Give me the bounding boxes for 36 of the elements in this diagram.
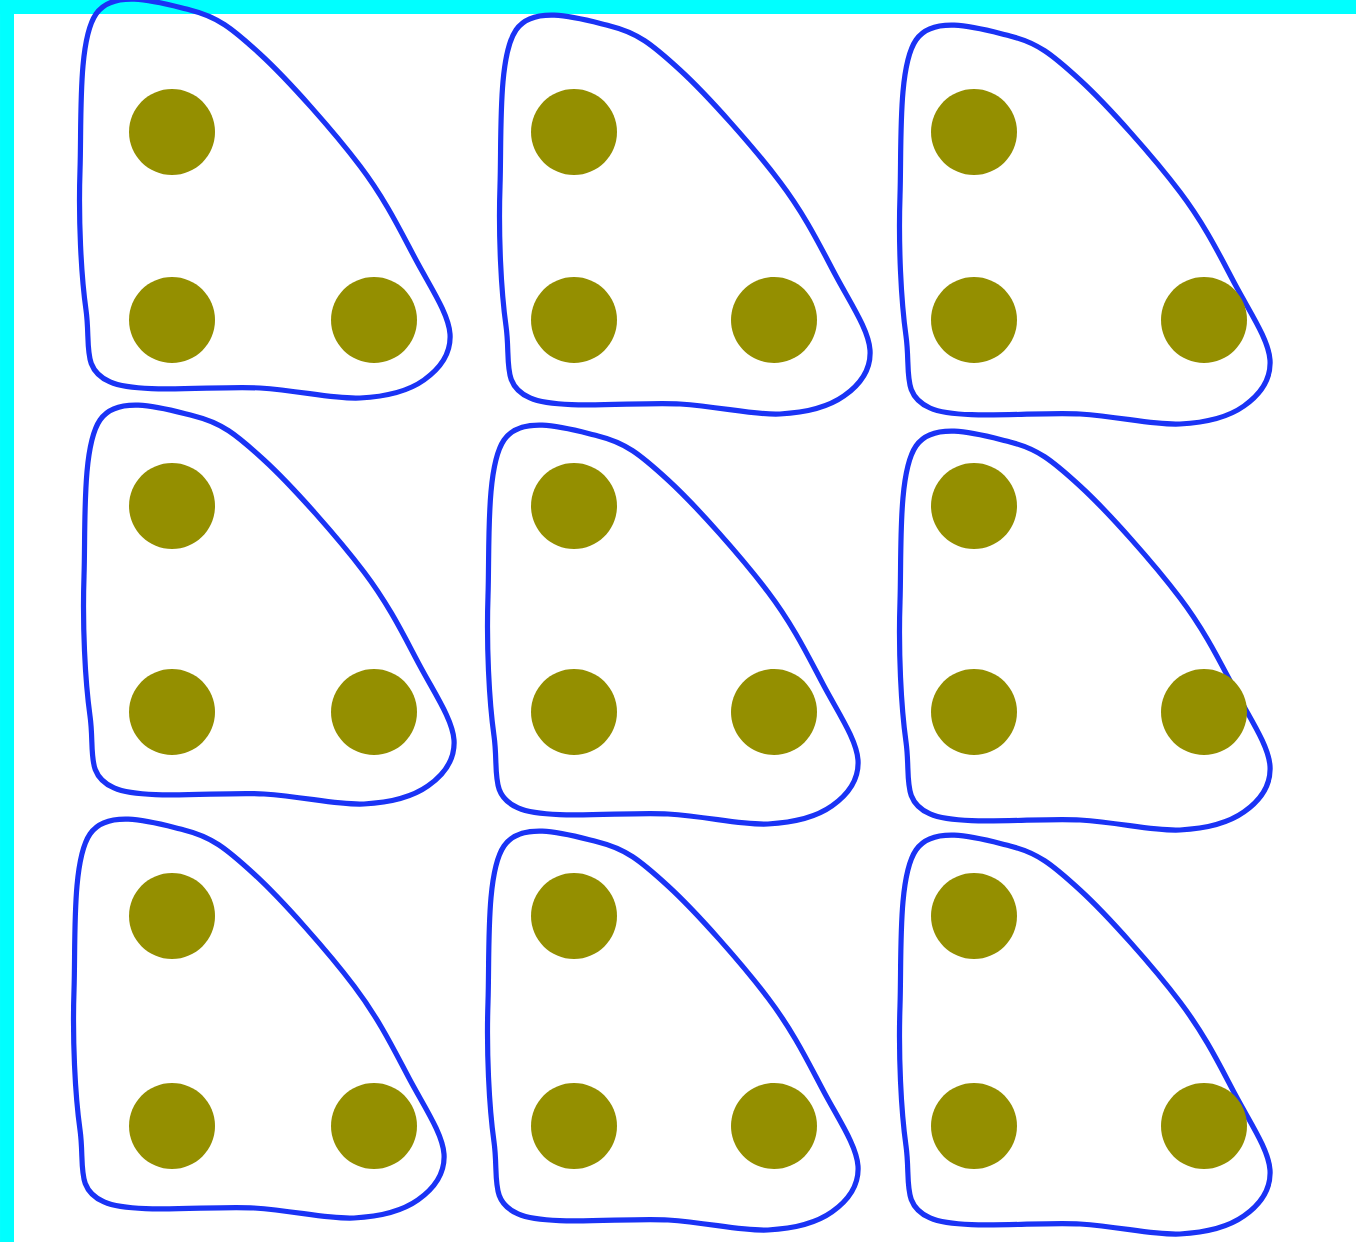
blob-outline xyxy=(896,428,1273,833)
dot xyxy=(129,463,215,549)
dot xyxy=(731,277,817,363)
dot xyxy=(331,277,417,363)
dot xyxy=(1161,277,1247,363)
blob-outline xyxy=(496,12,873,417)
dot xyxy=(531,89,617,175)
dot xyxy=(129,1083,215,1169)
blob-outline xyxy=(76,0,453,401)
dot xyxy=(731,669,817,755)
blob-outline xyxy=(896,832,1273,1237)
dot xyxy=(1161,1083,1247,1169)
blob-outline xyxy=(484,828,861,1233)
dot xyxy=(531,1083,617,1169)
dot xyxy=(331,669,417,755)
dot xyxy=(129,89,215,175)
dot xyxy=(931,669,1017,755)
blob-outline xyxy=(80,402,457,807)
dot xyxy=(731,1083,817,1169)
dot xyxy=(531,277,617,363)
dot xyxy=(931,1083,1017,1169)
dot xyxy=(531,463,617,549)
dot xyxy=(129,277,215,363)
dot xyxy=(129,669,215,755)
blob-outline xyxy=(70,816,447,1221)
dot xyxy=(531,873,617,959)
dot xyxy=(931,277,1017,363)
dot xyxy=(931,89,1017,175)
dot xyxy=(1161,669,1247,755)
dot xyxy=(531,669,617,755)
blob-outline xyxy=(484,422,861,827)
dot xyxy=(331,1083,417,1169)
dot xyxy=(931,463,1017,549)
blob-outline xyxy=(896,22,1273,427)
dot xyxy=(931,873,1017,959)
dot xyxy=(129,873,215,959)
